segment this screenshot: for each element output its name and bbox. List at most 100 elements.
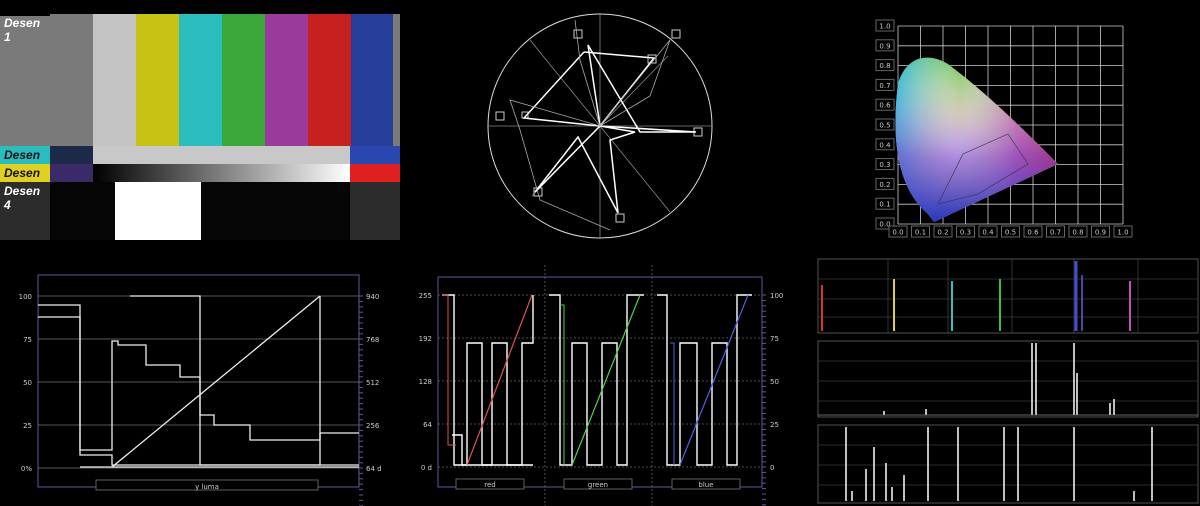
cie-x-tick-box — [888, 225, 908, 238]
luma-right-tick: 512 — [366, 379, 379, 387]
rgb-green-label: green — [588, 481, 608, 489]
histogram-luma-middle — [817, 340, 1199, 418]
cie-x-tick-box — [956, 225, 975, 238]
cie-y-tick: 0.1 — [879, 201, 890, 209]
rgb-red-label: red — [484, 481, 495, 489]
rgb-left-scale: 255 192 128 64 0 d — [419, 292, 433, 472]
cie-x-tick: 0.7 — [1050, 229, 1061, 237]
color-bars-test-pattern: Desen 1 Desen 2 Desen 3 Desen 4 — [0, 14, 400, 240]
luma-right-tick: 256 — [366, 422, 380, 430]
luma-right-tick: 768 — [366, 336, 379, 344]
cie-y-tick-box — [875, 78, 895, 91]
desen2-dark-blue-block — [50, 146, 93, 164]
red-ramp — [466, 294, 533, 466]
cie-y-tick-box — [875, 138, 895, 151]
luma-left-tick: 0% — [21, 465, 32, 473]
color-bar — [222, 14, 265, 146]
desen2-blue-block — [350, 146, 400, 164]
cie-y-tick-box — [875, 39, 895, 52]
rgb-left-tick: 64 — [423, 421, 432, 429]
cie-x-tick-box — [978, 225, 998, 238]
desen-1-label: Desen 1 — [0, 16, 50, 146]
rgb-left-tick: 192 — [419, 335, 432, 343]
cie-x-tick-box — [911, 225, 930, 238]
color-bar — [50, 14, 93, 146]
desen4-gray-block — [350, 182, 400, 240]
desen-3-label: Desen 3 — [0, 164, 50, 198]
histogram-luma-bottom — [817, 424, 1199, 504]
luma-right-tick: 64 d — [366, 465, 382, 473]
rgb-left-tick: 0 d — [421, 464, 432, 472]
cie-x-tick: 0.6 — [1027, 229, 1039, 237]
rgb-trace-white — [442, 294, 752, 466]
blue-ramp — [679, 294, 749, 466]
cie-x-tick: 0.3 — [960, 229, 971, 237]
luma-right-scale: 940 768 512 256 64 d — [359, 293, 382, 506]
rgb-right-tick: 25 — [770, 421, 779, 429]
desen3-purple-block — [50, 164, 93, 182]
cie-x-tick: 0.9 — [1095, 229, 1106, 237]
vectorscope — [487, 13, 713, 239]
cie-x-tick-box — [1113, 225, 1133, 238]
cie-y-tick: 0.4 — [879, 141, 891, 149]
desen-4-label: Desen 4 — [0, 182, 50, 240]
cie-y-axis-ticks: 1.00.90.80.70.60.50.40.30.20.10.0 — [875, 19, 895, 230]
cie-gamut-trace — [937, 133, 1029, 205]
red-trace — [442, 294, 456, 446]
cie-y-tick: 0.9 — [879, 42, 890, 50]
luma-trace — [38, 295, 359, 468]
color-bar — [308, 14, 351, 146]
cie-y-tick: 1.0 — [879, 23, 890, 31]
desen3-gradient-ramp — [93, 164, 350, 182]
luma-footer-label: y luma — [195, 483, 219, 491]
rgb-red-label-box — [455, 478, 525, 490]
cie-x-tick: 0.1 — [915, 229, 926, 237]
luma-left-tick: 50 — [23, 379, 32, 387]
rgb-left-tick: 128 — [419, 378, 432, 386]
color-bar — [136, 14, 179, 146]
luma-left-tick: 100 — [19, 293, 32, 301]
cie-y-tick: 0.3 — [879, 161, 890, 169]
cie-x-tick: 0.2 — [937, 229, 948, 237]
color-bar — [265, 14, 308, 146]
cie-y-tick: 0.0 — [879, 221, 890, 229]
cie-x-tick: 0.4 — [982, 229, 994, 237]
cie-y-tick-box — [875, 118, 895, 131]
cie-y-tick-box — [875, 98, 895, 111]
rgb-right-tick: 100 — [770, 292, 783, 300]
cie-x-tick-box — [1023, 225, 1043, 238]
vectorscope-trace — [522, 44, 697, 214]
rgb-green-label-box — [563, 478, 633, 490]
cie-y-tick-box — [875, 177, 895, 190]
histogram-stack — [817, 258, 1199, 504]
cie-y-tick: 0.8 — [879, 62, 890, 70]
desen2-light-gray-strip — [93, 146, 350, 164]
rgb-left-tick: 255 — [419, 292, 432, 300]
cie-x-tick: 0.0 — [892, 229, 903, 237]
cie-y-tick-box — [875, 19, 895, 32]
histogram-rgb-top — [817, 258, 1199, 334]
luma-right-tick: 940 — [366, 293, 379, 301]
rgb-right-tick: 0 — [770, 464, 774, 472]
green-ramp — [571, 294, 641, 466]
luma-footer-box — [95, 479, 319, 491]
color-bar — [179, 14, 222, 146]
cie-y-tick-box — [875, 59, 895, 72]
cie-x-tick-box — [1091, 225, 1110, 238]
luma-left-tick: 75 — [23, 336, 32, 344]
cie-y-tick-box — [875, 217, 895, 230]
cie-x-tick-box — [1001, 225, 1020, 238]
cie-y-tick-box — [875, 158, 895, 171]
cie-y-tick: 0.6 — [879, 102, 891, 110]
vectorscope-trace-faint — [509, 19, 671, 231]
luma-graticule — [38, 295, 359, 469]
color-bar — [393, 14, 400, 146]
color-bar — [351, 14, 393, 146]
color-bar — [93, 14, 136, 146]
spectral-locus-bottom-colors — [895, 57, 1058, 222]
